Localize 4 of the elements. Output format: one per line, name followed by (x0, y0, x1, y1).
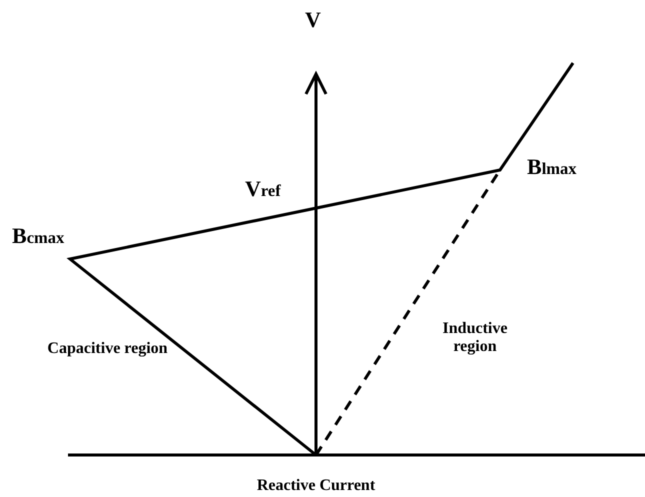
region-label: Inductive region (442, 320, 508, 356)
region-label: Capacitive region (46, 340, 169, 358)
axis-label: V (305, 8, 321, 32)
axis-label: Reactive Current (256, 477, 376, 495)
